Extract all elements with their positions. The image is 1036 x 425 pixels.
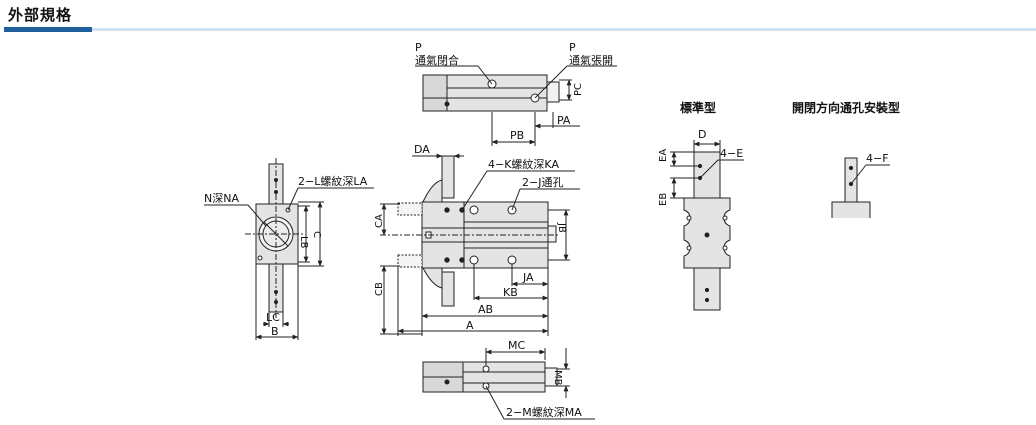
top-p-left: P xyxy=(415,41,422,54)
front-ca-label: CA xyxy=(374,214,385,228)
top-pb-label: PB xyxy=(510,129,524,142)
side-b-label: B xyxy=(271,325,279,338)
front-view xyxy=(380,153,580,336)
front-da-label: DA xyxy=(414,143,430,156)
front-cb-label: CB xyxy=(374,282,385,296)
standard-eb-label: EB xyxy=(658,193,669,206)
front-j-label: 2−J通孔 xyxy=(522,176,563,189)
bottom-m-ma-label: 2−M螺紋深MA xyxy=(506,405,582,419)
page-title: 外部規格 xyxy=(8,6,73,24)
front-jb-label: JB xyxy=(556,222,567,233)
front-kb-label: KB xyxy=(503,286,518,299)
side-l-la-label: 2−L螺紋深LA xyxy=(298,174,368,188)
bottom-mc-label: MC xyxy=(508,339,525,352)
top-pa-label: PA xyxy=(557,114,571,127)
bottom-mb-label: MB xyxy=(552,370,563,386)
front-k-ka-label: 4−K螺紋深KA xyxy=(488,157,559,171)
title-underline xyxy=(92,28,1036,31)
open-close-f-label: 4−F xyxy=(866,152,889,165)
side-n-na-label: N深NA xyxy=(204,192,239,205)
bottom-view xyxy=(422,348,595,420)
standard-type-view xyxy=(670,140,744,311)
top-pc-label: PC xyxy=(573,83,584,96)
front-ab-label: AB xyxy=(478,303,493,316)
side-view xyxy=(204,158,374,340)
title-underline-accent xyxy=(4,27,92,32)
top-p-right-desc: 通氣張開 xyxy=(569,53,613,67)
side-c-label: C xyxy=(311,231,322,238)
side-lb-label: LB xyxy=(298,236,309,249)
side-lc-label: LC xyxy=(266,311,280,324)
standard-ea-label: EA xyxy=(658,149,669,162)
top-view xyxy=(415,65,617,146)
top-p-right: P xyxy=(569,41,576,54)
open-close-title: 開閉方向通孔安裝型 xyxy=(792,100,900,115)
front-ja-label: JA xyxy=(522,271,534,284)
top-p-left-desc: 通氣閉合 xyxy=(415,53,459,67)
open-close-type-view xyxy=(831,157,890,218)
standard-title: 標準型 xyxy=(680,100,716,115)
page-header: 外部規格 xyxy=(0,0,1036,34)
standard-e-label: 4−E xyxy=(720,147,743,160)
standard-d-label: D xyxy=(698,128,706,141)
front-a-label: A xyxy=(466,319,474,332)
